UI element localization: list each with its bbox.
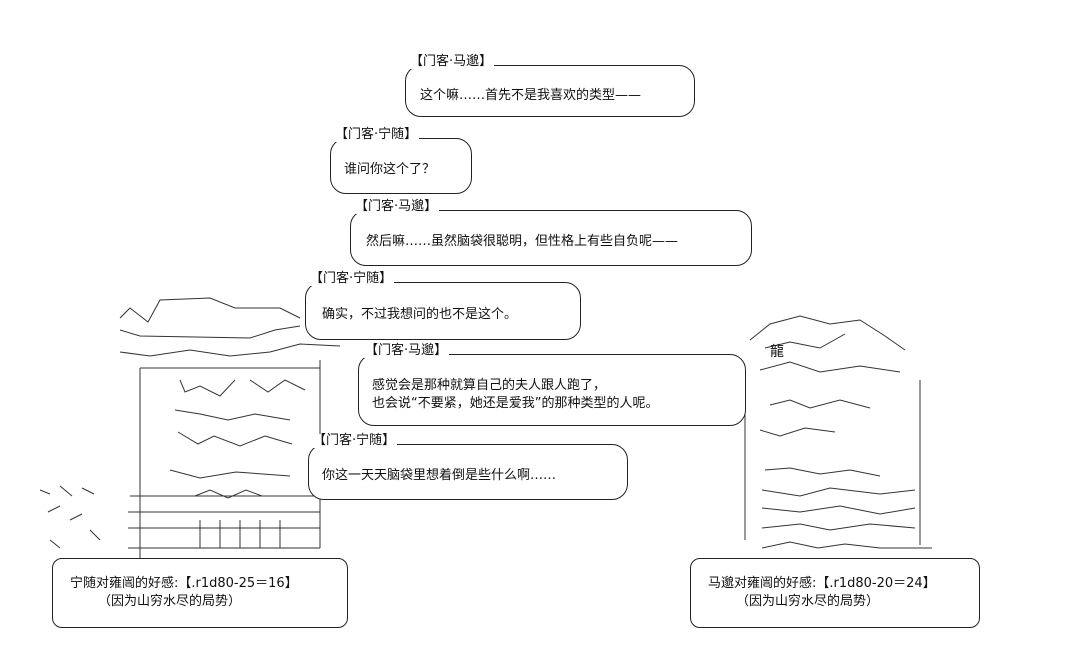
speech-bubble-3 <box>350 210 752 266</box>
dialogue-line: 然后嘛……虽然脑袋很聪明，但性格上有些自负呢—— <box>366 234 679 249</box>
right-figure-dragon-glyph: 龍 <box>770 344 784 360</box>
speech-bubble-2 <box>330 138 472 194</box>
right-figure-hair-top <box>749 315 906 351</box>
affinity-right-result: 马邈对雍闿的好感:【.r1d80-20＝24】 <box>708 576 936 591</box>
affinity-right-reason: （因为山穷水尽的局势） <box>736 594 880 609</box>
left-figure-chin <box>169 469 291 479</box>
affinity-left-result: 宁随对雍闿的好感:【.r1d80-25＝16】 <box>70 576 298 591</box>
left-figure-eye-r <box>249 379 306 393</box>
dialogue-line: 感觉会是那种就算自己的夫人跟人跑了， <box>372 378 607 393</box>
left-figure-hair-strands <box>199 520 281 548</box>
left-figure-mid <box>174 409 291 421</box>
left-figure-face-top <box>119 343 341 357</box>
affinity-box-left <box>52 558 348 628</box>
speaker-name: 【门客·宁随】 <box>311 433 398 448</box>
right-figure-mouth <box>764 467 881 477</box>
right-figure-base <box>761 541 932 549</box>
dialogue-line: 你这一天天脑袋里想着倒是些什么啊…… <box>322 468 557 483</box>
left-figure-eye-l <box>179 379 236 397</box>
left-figure-brow <box>119 325 301 339</box>
left-figure-sparkles <box>39 485 101 549</box>
right-figure-collar <box>761 505 916 515</box>
right-figure-crest <box>764 333 846 349</box>
speech-bubble-1 <box>405 65 695 117</box>
speaker-name: 【门客·宁随】 <box>308 271 395 286</box>
speaker-name: 【门客·宁随】 <box>333 127 420 142</box>
speech-bubble-4 <box>305 282 581 340</box>
right-figure-brow <box>759 361 901 373</box>
dialogue-line: 谁问你这个了？ <box>344 162 436 177</box>
speech-bubble-5 <box>358 354 746 426</box>
speaker-name: 【门客·马邈】 <box>363 343 450 358</box>
left-figure-mouth <box>177 431 293 447</box>
right-figure-eyes <box>769 399 871 409</box>
speaker-name: 【门客·马邈】 <box>408 54 495 69</box>
affinity-box-right <box>690 558 980 628</box>
right-figure-nose <box>759 427 836 437</box>
affinity-left-reason: （因为山穷水尽的局势） <box>98 594 242 609</box>
right-figure-chin <box>761 487 916 497</box>
speech-bubble-6 <box>308 444 628 500</box>
dialogue-line: 确实，不过我想问的也不是这个。 <box>322 307 518 322</box>
left-figure-hair <box>119 297 301 323</box>
speaker-name: 【门客·马邈】 <box>353 199 440 214</box>
left-figure-eyes-lower <box>194 489 263 499</box>
dialogue-line: 这个嘛……首先不是我喜欢的类型—— <box>420 88 642 103</box>
dialogue-line: 也会说“不要紧，她还是爱我”的那种类型的人呢。 <box>372 396 659 411</box>
left-figure <box>39 297 341 560</box>
right-figure-collar2 <box>761 523 916 531</box>
